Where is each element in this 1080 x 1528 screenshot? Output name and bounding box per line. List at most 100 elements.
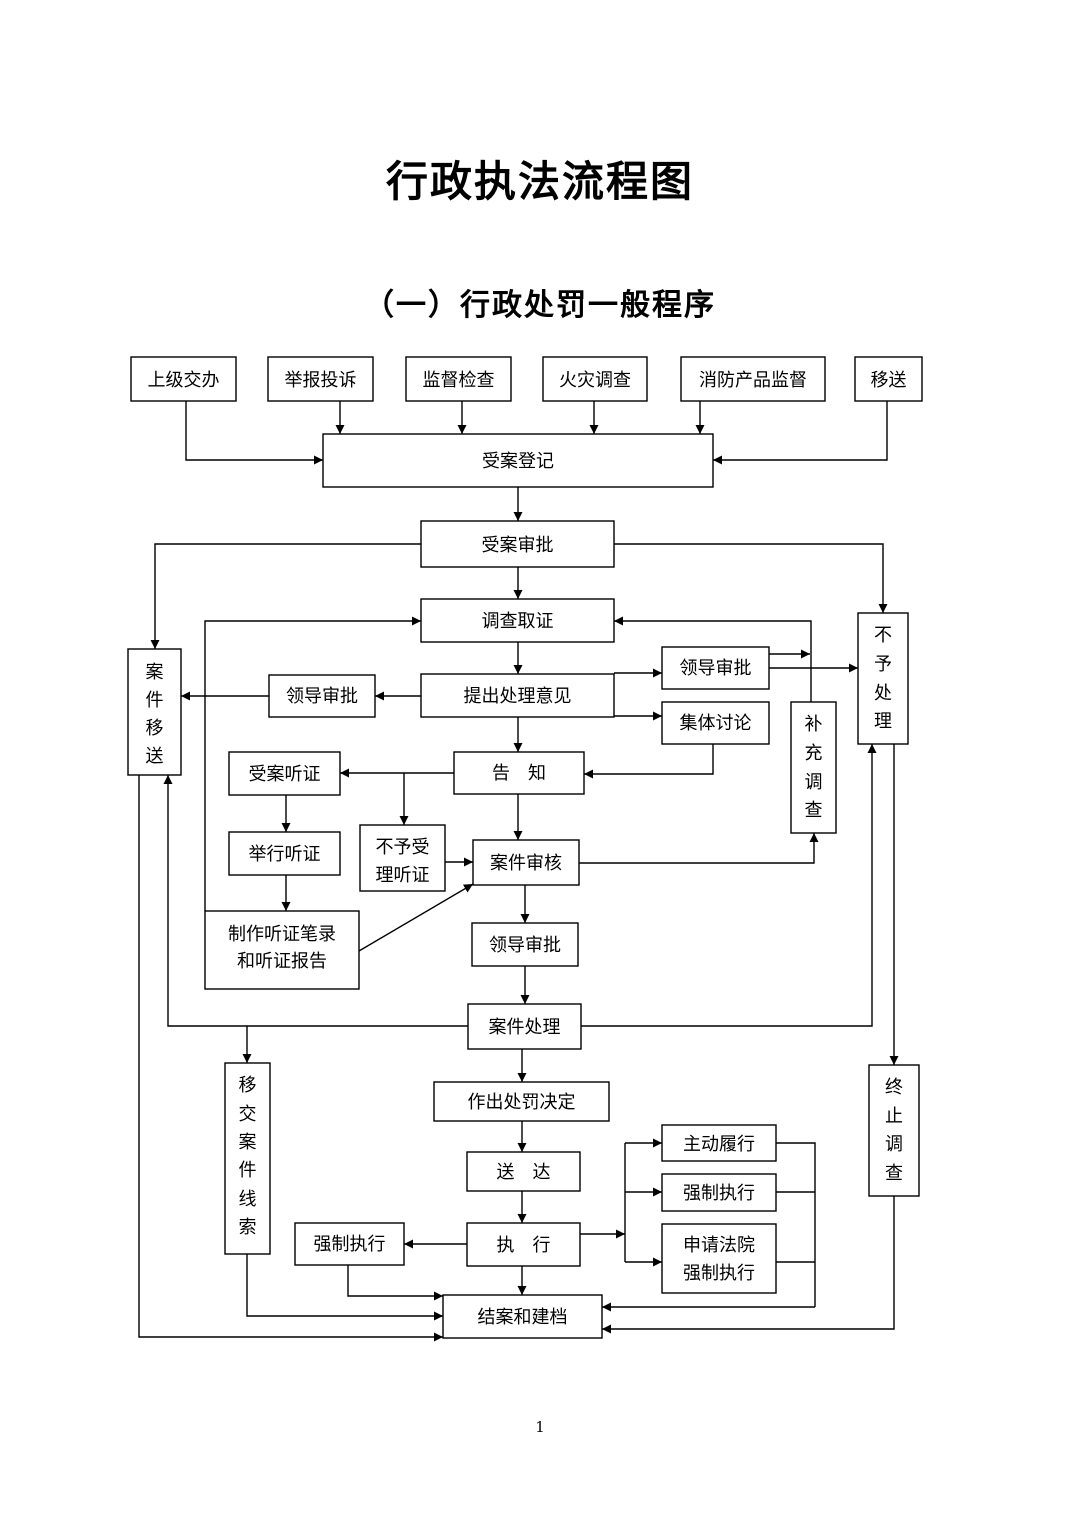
node-diaocha-quzheng: 调查取证 xyxy=(420,598,615,643)
svg-text:提出处理意见: 提出处理意见 xyxy=(464,686,572,707)
svg-text:处: 处 xyxy=(874,683,892,704)
svg-text:监督检查: 监督检查 xyxy=(423,370,495,391)
edge-shenpi-buyuchuli xyxy=(614,543,888,613)
node-shouan-shenpi: 受案审批 xyxy=(420,520,615,568)
node-qiangzhi-zhixing-left: 强制执行 xyxy=(294,1222,405,1266)
node-qiangzhi-zhixing-right: 强制执行 xyxy=(661,1173,777,1212)
node-shenqing-fayuan: 申请法院 强制执行 xyxy=(661,1223,777,1294)
edge-yisong-dengji xyxy=(713,401,888,465)
flow-edges xyxy=(138,401,899,1342)
edge-jiti-gaozhi xyxy=(584,744,714,779)
node-yijiao-anjian-xiansuo: 移 交 案 件 线 索 xyxy=(224,1062,271,1255)
svg-text:理: 理 xyxy=(874,711,892,732)
svg-text:强制执行: 强制执行 xyxy=(683,1183,755,1204)
node-zuochu-chufa-jueding: 作出处罚决定 xyxy=(433,1081,610,1122)
svg-text:查: 查 xyxy=(805,800,823,821)
edge-chuli-anjianyisong xyxy=(163,775,468,1027)
svg-text:申请法院: 申请法院 xyxy=(683,1235,755,1256)
node-shouan-dengji: 受案登记 xyxy=(322,433,714,488)
svg-text:理听证: 理听证 xyxy=(376,865,430,886)
section-subtitle: （一）行政处罚一般程序 xyxy=(364,288,716,323)
edge-zhongzhi-jiean xyxy=(602,1196,895,1334)
edge-chuli-buyuchuli xyxy=(581,744,877,1027)
node-shouan-tingzheng: 受案听证 xyxy=(228,751,341,796)
node-tichu-chuli-yijian: 提出处理意见 xyxy=(420,673,615,718)
edge-right-spine xyxy=(776,1142,816,1307)
edge-anjianyisong-jiean xyxy=(138,775,443,1342)
svg-text:上级交办: 上级交办 xyxy=(148,370,220,391)
edge-zhizuo-diaocha xyxy=(204,616,421,911)
svg-text:送: 送 xyxy=(146,746,164,767)
svg-text:查: 查 xyxy=(885,1163,903,1184)
svg-text:移: 移 xyxy=(239,1075,257,1096)
svg-text:移: 移 xyxy=(146,718,164,739)
svg-text:调: 调 xyxy=(885,1134,903,1155)
node-zhixing: 执 行 xyxy=(466,1222,581,1267)
svg-text:终: 终 xyxy=(885,1077,903,1098)
svg-text:调: 调 xyxy=(805,772,823,793)
edge-qiangzhileft-jiean xyxy=(347,1265,443,1301)
node-juxing-tingzheng: 举行听证 xyxy=(228,831,341,876)
svg-text:主动履行: 主动履行 xyxy=(683,1134,755,1155)
svg-text:领导审批: 领导审批 xyxy=(680,658,752,679)
node-anjian-chuli: 案件处理 xyxy=(467,1003,582,1050)
node-gaozhi: 告 知 xyxy=(453,751,585,795)
svg-text:充: 充 xyxy=(805,743,823,764)
svg-text:移送: 移送 xyxy=(871,370,907,391)
edge-shenhe-buchong xyxy=(579,833,819,864)
node-buchong-diaocha: 补 充 调 查 xyxy=(790,701,837,834)
svg-text:执 行: 执 行 xyxy=(497,1235,551,1256)
edge-buchong-diaocha xyxy=(614,616,812,702)
node-anjian-shenhe: 案件审核 xyxy=(472,839,580,886)
page-number: 1 xyxy=(535,1418,545,1436)
svg-text:送 达: 送 达 xyxy=(497,1162,551,1183)
svg-text:补: 补 xyxy=(805,714,823,735)
svg-text:举行听证: 举行听证 xyxy=(249,844,321,865)
node-jiandu-jiancha: 监督检查 xyxy=(405,356,512,402)
svg-text:不予受: 不予受 xyxy=(376,837,430,858)
node-jiean-jiandang: 结案和建档 xyxy=(442,1294,603,1339)
edge-shangji-dengji xyxy=(185,401,323,465)
svg-text:案: 案 xyxy=(239,1132,257,1153)
document-title: 行政执法流程图 xyxy=(385,157,694,206)
node-anjian-yisong: 案 件 移 送 xyxy=(127,648,182,776)
node-yisong: 移送 xyxy=(854,356,923,402)
svg-text:受案审批: 受案审批 xyxy=(482,535,554,556)
svg-text:强制执行: 强制执行 xyxy=(683,1263,755,1284)
svg-text:予: 予 xyxy=(874,654,892,675)
node-shangji-jiaoban: 上级交办 xyxy=(130,356,237,402)
node-lingdao-shenpi-right: 领导审批 xyxy=(661,646,770,690)
svg-text:交: 交 xyxy=(239,1104,257,1125)
svg-text:强制执行: 强制执行 xyxy=(314,1234,386,1255)
svg-text:作出处罚决定: 作出处罚决定 xyxy=(468,1092,576,1113)
node-xiaofang-chanpin: 消防产品监督 xyxy=(680,356,826,402)
node-buyu-shouli-tingzheng: 不予受 理听证 xyxy=(359,824,446,892)
node-zhizuo-tingzheng-bilu: 制作听证笔录 和听证报告 xyxy=(204,910,360,990)
svg-text:线: 线 xyxy=(239,1189,257,1210)
node-buyu-chuli: 不 予 处 理 xyxy=(857,612,909,745)
svg-text:和听证报告: 和听证报告 xyxy=(237,951,327,972)
svg-text:领导审批: 领导审批 xyxy=(489,935,561,956)
svg-text:调查取证: 调查取证 xyxy=(482,611,554,632)
node-zhudong-lvxing: 主动履行 xyxy=(661,1124,777,1162)
node-huozai-diaocha: 火灾调查 xyxy=(542,356,648,402)
svg-text:件: 件 xyxy=(146,690,164,711)
svg-text:件: 件 xyxy=(239,1160,257,1181)
svg-text:案件审核: 案件审核 xyxy=(490,853,562,874)
svg-text:火灾调查: 火灾调查 xyxy=(559,370,631,391)
edge-yijiao-jiean xyxy=(246,1254,443,1321)
node-jiti-taolun: 集体讨论 xyxy=(661,701,770,745)
node-lingdao-shenpi-left: 领导审批 xyxy=(268,674,376,718)
svg-text:领导审批: 领导审批 xyxy=(286,686,358,707)
node-jubao-tousu: 举报投诉 xyxy=(267,356,374,402)
node-zhongzhi-diaocha: 终 止 调 查 xyxy=(868,1064,920,1197)
svg-text:消防产品监督: 消防产品监督 xyxy=(699,370,807,391)
svg-text:受案听证: 受案听证 xyxy=(249,764,321,785)
svg-text:案: 案 xyxy=(146,662,164,683)
edge-shenpi-anjianyisong xyxy=(150,543,421,649)
svg-text:受案登记: 受案登记 xyxy=(482,451,554,472)
svg-text:案件处理: 案件处理 xyxy=(489,1017,561,1038)
svg-text:不: 不 xyxy=(874,625,892,646)
edge-zhizuo-shenhe xyxy=(358,883,474,952)
